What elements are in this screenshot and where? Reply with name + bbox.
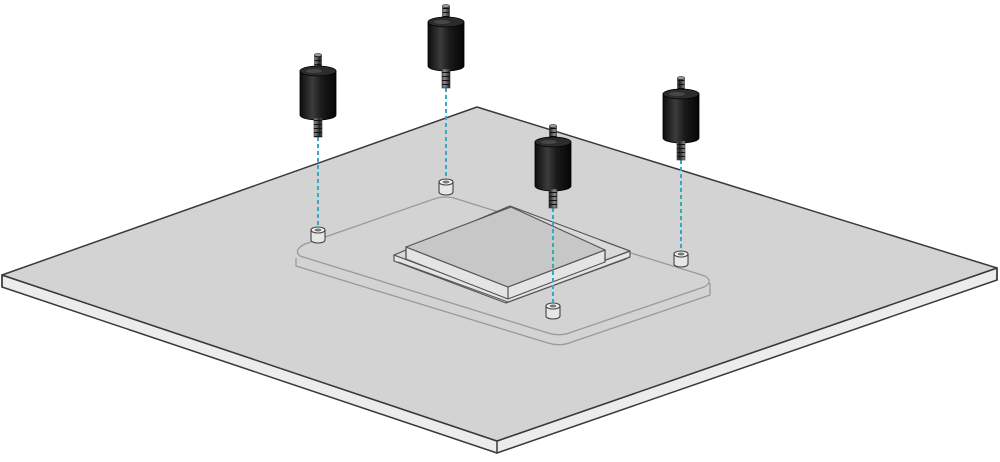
mounting-hole-body: [438, 181, 454, 196]
standoff-body: [534, 141, 572, 192]
standoff-bottom-thread: [548, 188, 558, 209]
mounting-hole-body: [673, 253, 689, 268]
mounting-hole-opening: [549, 304, 557, 308]
standoffs: [299, 4, 700, 209]
backplate-thickness: [295, 258, 711, 346]
standoff-thread-tip: [442, 4, 450, 8]
standoff: [427, 4, 465, 89]
standoff: [534, 124, 572, 209]
mounting-hole-body: [310, 229, 326, 244]
alignment-guides: [317, 88, 682, 304]
mounting-holes: [310, 178, 689, 320]
standoff-body-top-highlight: [306, 69, 322, 73]
mounting-hole-body: [545, 305, 561, 320]
standoff-bottom-thread: [313, 117, 323, 138]
mounting-hole: [438, 178, 454, 196]
mounting-hole: [545, 302, 561, 320]
standoff: [662, 76, 700, 161]
standoff: [299, 53, 337, 138]
cpu-socket: [393, 205, 631, 304]
standoff-thread-tip: [549, 124, 557, 128]
standoff-bottom-thread: [441, 68, 451, 89]
backplate-top: [296, 196, 710, 336]
mounting-hole-opening: [677, 252, 685, 256]
socket-lever: [507, 258, 627, 303]
backplate: [295, 196, 711, 346]
mounting-hole: [310, 226, 326, 244]
standoff-body: [299, 70, 337, 121]
standoff-body: [427, 21, 465, 72]
mounting-hole-opening: [442, 180, 450, 184]
standoff-body: [662, 93, 700, 144]
standoff-bottom-thread: [676, 140, 686, 161]
standoff-body-top-highlight: [669, 92, 685, 96]
mounting-hole-opening: [314, 228, 322, 232]
standoff-body-top-highlight: [541, 140, 557, 144]
standoff-thread-tip: [677, 76, 685, 80]
socket-lever: [397, 261, 509, 303]
standoff-body-top-highlight: [434, 20, 450, 24]
mounting-hole: [673, 250, 689, 268]
standoff-thread-tip: [314, 53, 322, 57]
